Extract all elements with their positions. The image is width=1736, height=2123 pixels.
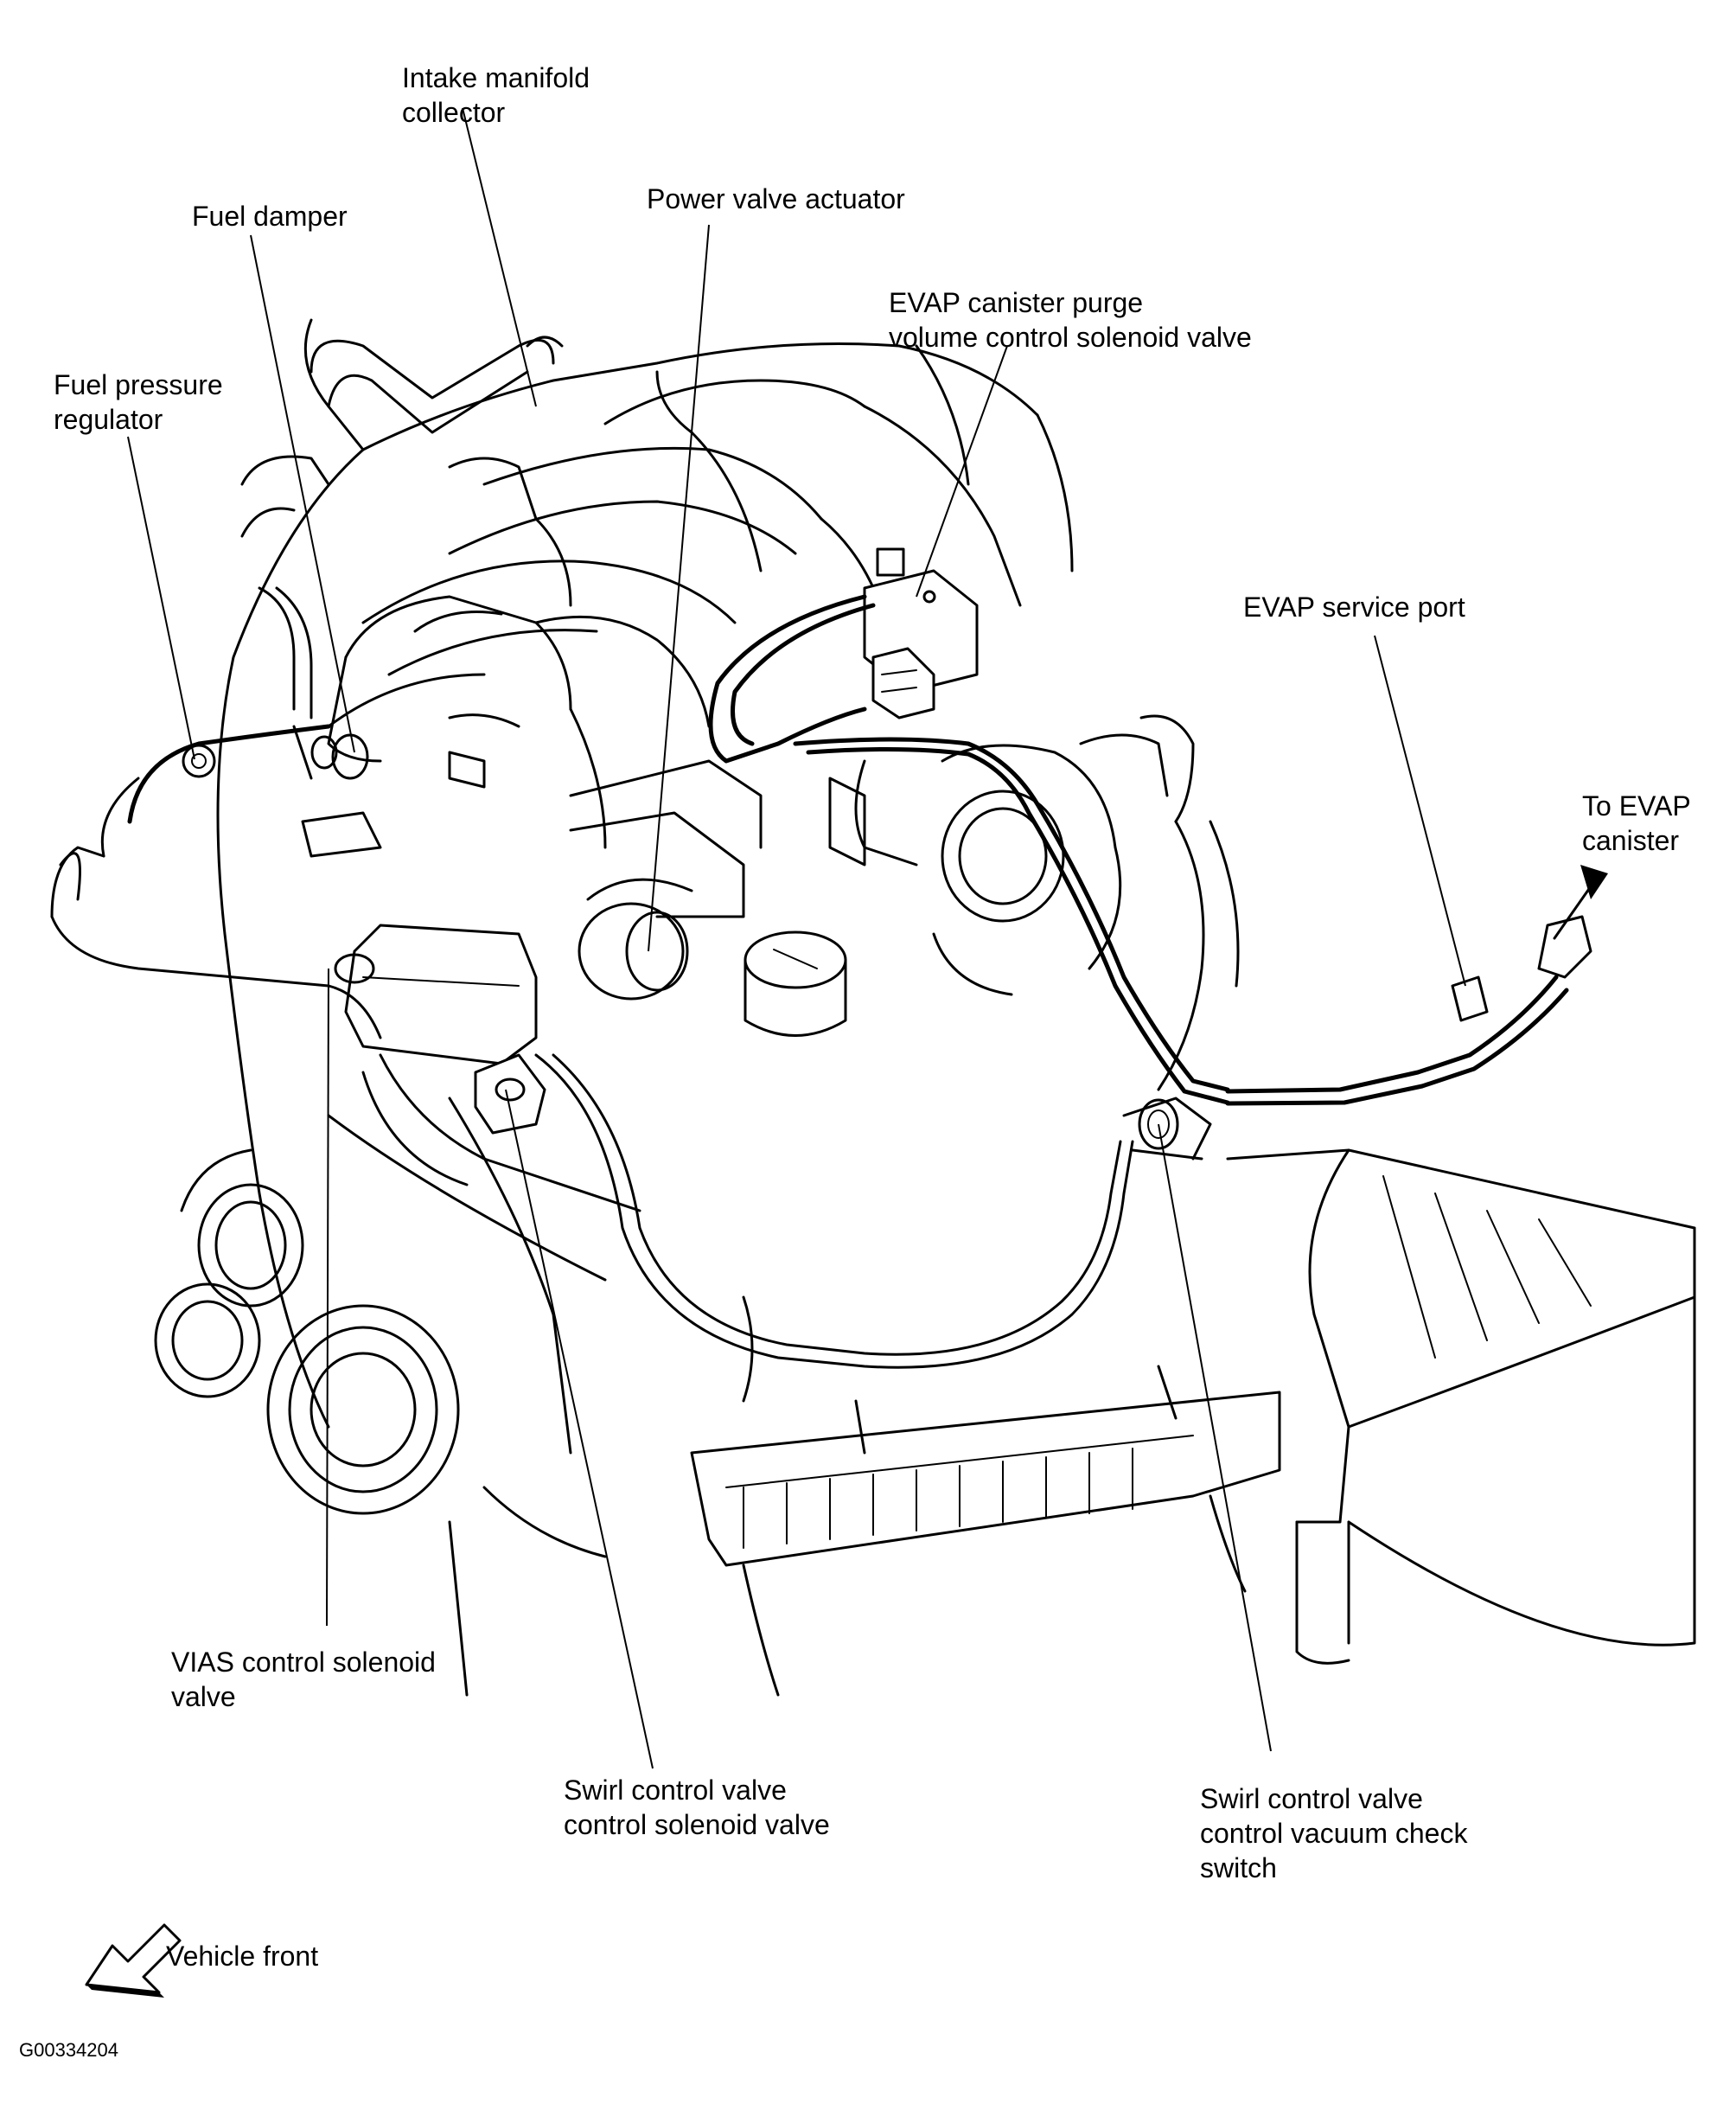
label-vias-control-solenoid: VIAS control solenoid valve [171, 1647, 436, 1712]
oil-filler-cap [744, 930, 847, 1037]
vehicle-front-arrow-icon [85, 1923, 182, 1998]
label-fuel-pressure-regulator: Fuel pressure regulator [54, 369, 223, 435]
label-swirl-vacuum-check-switch: Swirl control valve control vacuum check… [1200, 1783, 1468, 1883]
swirl-solenoid-part [474, 1053, 546, 1135]
vias-solenoid-part [334, 924, 538, 1065]
swirl-check-switch-part [1122, 1097, 1212, 1161]
transmission-housing [1226, 1148, 1696, 1665]
label-intake-manifold-collector: Intake manifold collector [402, 62, 590, 128]
lower-block [327, 1097, 754, 1697]
label-vehicle-front: Vehicle front [166, 1941, 319, 1972]
intake-runners [327, 595, 711, 849]
power-valve-actuator-part [569, 759, 763, 1001]
label-power-valve-actuator: Power valve actuator [647, 183, 905, 214]
vacuum-tubes [361, 1053, 1134, 1369]
label-evap-service-port: EVAP service port [1243, 591, 1465, 623]
fuel-damper-part [292, 725, 382, 858]
engine-block-outline [216, 318, 1074, 1429]
leader-lines [127, 107, 1466, 1769]
lower-bracket [690, 1365, 1281, 1697]
figure-id: G00334204 [19, 2039, 118, 2061]
evap-canister-arrow [1553, 865, 1608, 940]
label-to-evap-canister: To EVAP canister [1582, 790, 1691, 856]
label-swirl-control-solenoid: Swirl control valve control solenoid val… [564, 1774, 830, 1840]
evap-purge-valve-part [863, 547, 979, 719]
fuel-rail [50, 724, 382, 1039]
upper-hoses [240, 336, 564, 719]
throttle-body [828, 714, 1240, 1091]
label-fuel-damper: Fuel damper [192, 201, 348, 232]
label-evap-purge-valve: EVAP canister purge volume control solen… [889, 287, 1252, 353]
crank-pulleys [154, 1148, 460, 1515]
evap-hose [708, 594, 1592, 1106]
